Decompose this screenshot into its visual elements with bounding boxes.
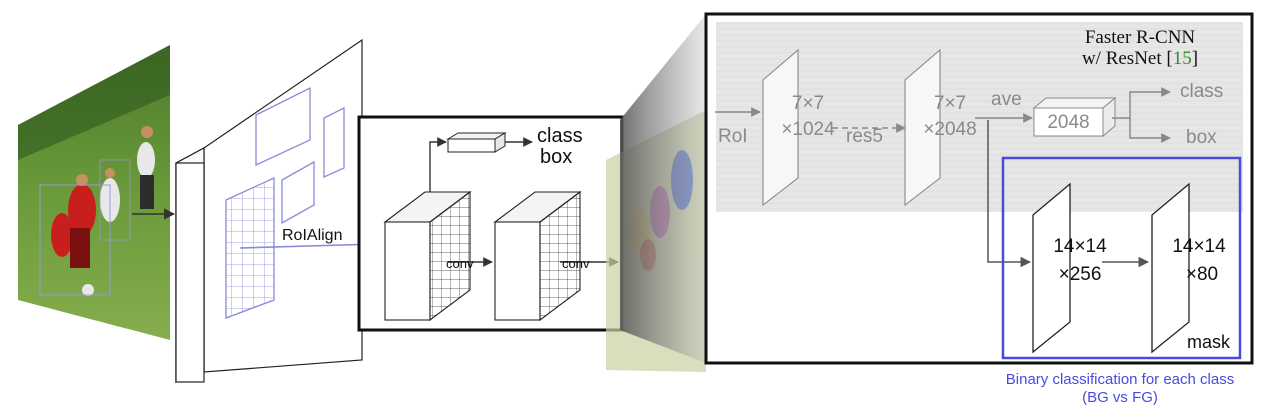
res5-label: res5 [846, 126, 883, 147]
backbone-feature-map [175, 38, 363, 383]
conv-label-2: conv [562, 256, 590, 271]
feat1-line1: 7×7 [791, 93, 825, 114]
zoom-beam [620, 14, 706, 363]
faster-rcnn-band [716, 22, 1243, 212]
caption-line2: (BG vs FG) [1082, 389, 1158, 406]
faster-rcnn-title: Faster R-CNN [1084, 27, 1196, 48]
roi-label: RoI [718, 126, 748, 147]
mask-label: mask [1187, 332, 1231, 352]
feat2-line1: 7×7 [933, 93, 967, 114]
feat1-line2: ×1024 [781, 119, 835, 140]
roialign-label: RoIAlign [282, 227, 343, 244]
mask-feature-14x14x256 [1032, 182, 1071, 354]
box-label: box [540, 146, 573, 168]
fc-box-left [446, 132, 507, 153]
conv-label-1: conv [446, 256, 474, 271]
feat2-line2: ×2048 [923, 119, 977, 140]
caption-line1: Binary classification for each class [1005, 371, 1235, 388]
roialign-arrow [239, 238, 380, 250]
mask-feature-14x14x80 [1151, 182, 1190, 354]
class-output-label: class [1180, 81, 1224, 102]
mask2-line1: 14×14 [1172, 236, 1226, 257]
fc-2048-label: 2048 [1047, 112, 1090, 133]
feature-7x7x1024 [762, 48, 799, 207]
class-out-arrow [1112, 87, 1171, 119]
roi-feature-block [383, 190, 472, 322]
mask2-line2: ×80 [1185, 264, 1219, 285]
resnet-title-bracket: ] [1191, 48, 1199, 69]
box-out-arrow [1129, 118, 1171, 143]
box-output-label: box [1186, 127, 1217, 148]
to-fc-arrow [429, 137, 447, 200]
citation-ref: 15 [1172, 48, 1192, 69]
mask1-line1: 14×14 [1053, 236, 1107, 257]
mask-branch-box [1001, 156, 1242, 360]
fc-2048-box [1032, 96, 1117, 138]
ave-label: ave [991, 89, 1022, 110]
feature-7x7x2048 [904, 48, 941, 207]
resnet-title-text: w/ ResNet [ [1081, 48, 1173, 69]
resnet-title: w/ ResNet [15] [1050, 49, 1230, 68]
mask1-line2: ×256 [1058, 264, 1102, 285]
conv-feature-block [493, 190, 582, 322]
class-label: class [537, 125, 583, 147]
input-image [18, 45, 170, 340]
mask-branch-arrow [987, 120, 1032, 268]
